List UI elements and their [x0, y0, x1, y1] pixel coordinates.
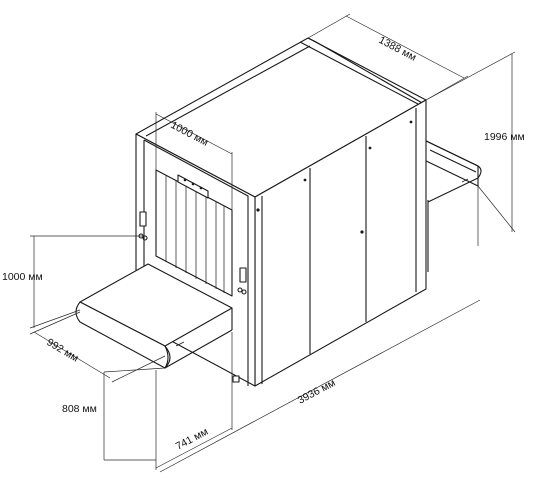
- dim-overall-length: 3936 мм: [296, 377, 338, 407]
- rear-conveyor: [419, 137, 482, 272]
- dim-tunnel-height: 1000 мм: [2, 271, 43, 283]
- dim-depth-top: 1388 мм: [377, 34, 419, 64]
- dim-height-total: 1996 мм: [484, 131, 525, 143]
- dim-conveyor-height: 808 мм: [62, 403, 97, 415]
- machine-housing: [135, 37, 427, 387]
- dim-conveyor-ext: 992 мм: [44, 336, 80, 364]
- dim-conveyor-width: 741 мм: [174, 426, 210, 453]
- front-conveyor: [75, 263, 233, 369]
- dimension-lines: [29, 13, 516, 473]
